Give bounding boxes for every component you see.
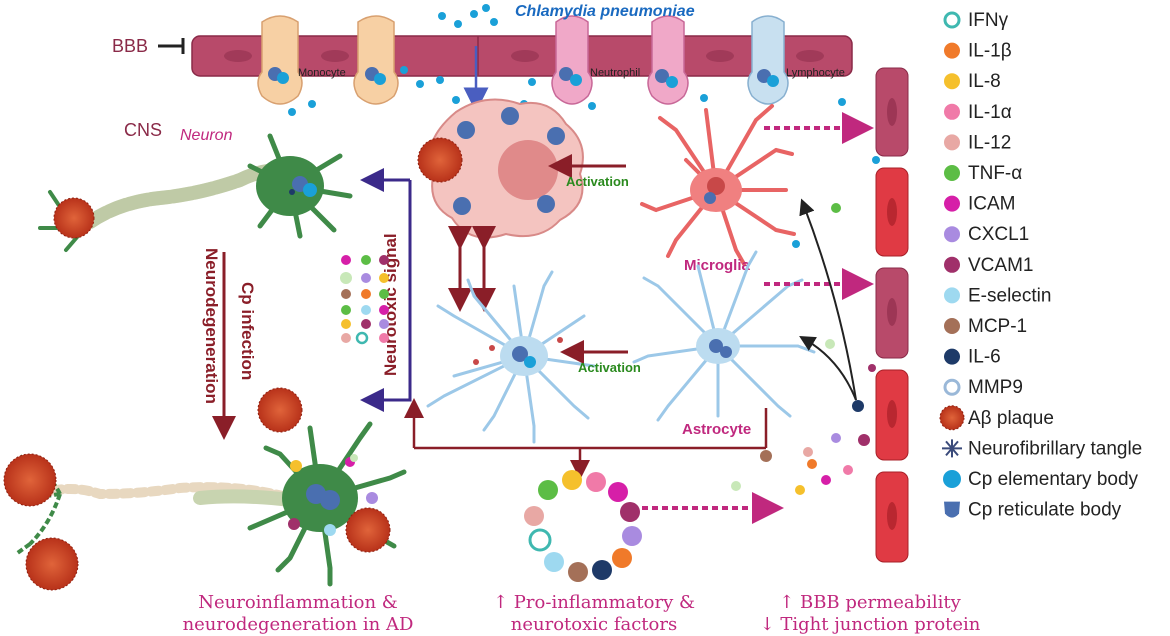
legend-label: IL-1α <box>968 102 1012 123</box>
dot-icon <box>944 165 960 181</box>
legend-label: IL-1β <box>968 41 1012 62</box>
caption-mid-line2: neurotoxic factors <box>511 614 677 635</box>
legend-label: Neurofibrillary tangle <box>968 438 1142 459</box>
legend-item: IL-6 <box>944 347 1001 368</box>
reticulate-body-icon <box>944 501 960 518</box>
legend-item: Aβ plaque <box>939 405 1054 431</box>
free-cytokine <box>731 481 741 491</box>
legend-item: IL-12 <box>944 132 1011 153</box>
legend-item: IL-8 <box>944 71 1001 92</box>
legend-item: E-selectin <box>944 285 1051 306</box>
ring-icon <box>943 378 961 396</box>
bbb-label: BBB <box>112 36 148 56</box>
neutrophil-cell-1 <box>551 15 593 105</box>
leaking-molecules <box>760 203 876 495</box>
legend-label: IL-8 <box>968 71 1001 92</box>
dot-icon <box>944 348 960 365</box>
dot-icon <box>944 256 960 273</box>
cns-label: CNS <box>124 120 162 140</box>
legend-item: MMP9 <box>943 377 1023 398</box>
plaques-bottom <box>3 387 391 591</box>
plaque-top-left <box>53 197 95 239</box>
lymphocyte-cell <box>747 15 789 105</box>
monocyte-cell-2 <box>353 15 399 105</box>
legend-label: MMP9 <box>968 377 1023 398</box>
dot-icon <box>944 73 960 90</box>
dot-icon <box>944 42 960 59</box>
caption-left-line1: Neuroinflammation & <box>198 592 398 613</box>
caption-mid-line1: ↑ Pro-inflammatory & <box>493 592 695 613</box>
astrocyte-right <box>632 250 816 422</box>
neuron-label: Neuron <box>180 127 233 144</box>
legend-item: Cp reticulate body <box>944 500 1122 521</box>
legend-label: CXCL1 <box>968 224 1029 245</box>
elementary-body-icon <box>943 470 961 488</box>
dot-icon <box>944 134 960 151</box>
plaque-icon <box>939 405 965 431</box>
elementary-bodies-top <box>288 4 880 248</box>
legend-item: ICAM <box>944 194 1016 215</box>
cytokine-grid <box>340 255 389 345</box>
neurodegeneration-label: Neurodegeneration <box>202 248 221 404</box>
neutrophil-cell-2 <box>647 15 689 105</box>
legend-label: Cp reticulate body <box>968 500 1122 521</box>
monocyte-label: Monocyte <box>298 67 346 79</box>
caption-right-line2: ↓ Tight junction protein <box>760 614 981 635</box>
legend-item: Cp elementary body <box>943 469 1139 490</box>
dot-icon <box>944 287 960 304</box>
legend-item: IL-1α <box>944 102 1012 123</box>
caption-left-line2: neurodegeneration in AD <box>183 614 414 635</box>
right-vessel <box>875 67 909 563</box>
caption-right-line1: ↑ BBB permeability <box>779 592 961 613</box>
legend-label: Aβ plaque <box>968 408 1054 429</box>
bbb-to-microglia-arrow <box>799 198 857 401</box>
legend-label: ICAM <box>968 194 1016 215</box>
neurotoxic-signal-label: Neurotoxic signal <box>381 233 400 376</box>
astrocyte-center <box>426 270 596 444</box>
neutrophil-label: Neutrophil <box>590 67 640 79</box>
microglia-cell <box>640 104 796 266</box>
legend-label: MCP-1 <box>968 316 1027 337</box>
cp-infection-label: Cp infection <box>238 282 257 380</box>
legend-item: MCP-1 <box>944 316 1027 337</box>
legend-label: Cp elementary body <box>968 469 1139 490</box>
legend-label: IL-6 <box>968 347 1001 368</box>
legend-item: VCAM1 <box>944 255 1033 276</box>
astrocyte-label: Astrocyte <box>682 421 751 438</box>
legend-item: IL-1β <box>944 41 1012 62</box>
dot-icon <box>944 226 960 243</box>
legend-item: TNF-α <box>944 163 1022 184</box>
activation-label-top: Activation <box>566 174 629 189</box>
legend-label: TNF-α <box>968 163 1022 184</box>
lymphocyte-label: Lymphocyte <box>786 67 845 79</box>
legend-item: IFNγ <box>943 10 1009 31</box>
dot-icon <box>944 195 960 212</box>
legend-label: IL-12 <box>968 132 1011 153</box>
healthy-neuron <box>38 133 353 252</box>
cytokine-ring <box>524 470 642 582</box>
legend-label: VCAM1 <box>968 255 1033 276</box>
monocyte-cell-1 <box>257 15 303 105</box>
activation-label-bottom: Activation <box>578 360 641 375</box>
bbb-vessel <box>191 35 853 77</box>
infected-macrophage <box>417 98 584 239</box>
pathogen-title: Chlamydia pneumoniae <box>515 3 695 20</box>
dot-icon <box>944 103 960 120</box>
legend-item: CXCL1 <box>944 224 1029 245</box>
ring-icon <box>943 11 961 29</box>
legend-label: IFNγ <box>968 10 1009 31</box>
microglia-label: Microglia <box>684 257 751 274</box>
neuron-cytokines <box>288 454 378 536</box>
tangle-icon <box>942 439 962 458</box>
legend-label: E-selectin <box>968 285 1051 306</box>
dot-icon <box>944 318 960 334</box>
legend-item: Neurofibrillary tangle <box>942 438 1142 459</box>
bbb-to-astrocyte-arrow <box>799 335 857 401</box>
